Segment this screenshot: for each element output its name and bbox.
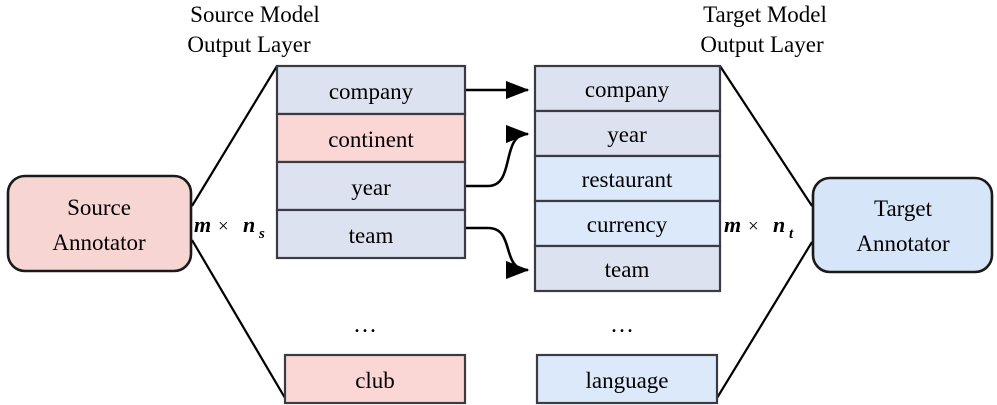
- source-connector-to-extra: [191, 239, 286, 399]
- target-header: Target Model Output Layer: [700, 2, 827, 57]
- target-dim-n: n: [773, 212, 785, 237]
- source-dimension-label: m × n s: [194, 212, 265, 242]
- target-dim-op: ×: [748, 216, 759, 237]
- target-cell-company[interactable]: [533, 64, 722, 113]
- source-cell-continent-label: continent: [328, 127, 414, 152]
- target-connector-to-extra: [716, 241, 813, 399]
- source-header-line2: Output Layer: [187, 32, 311, 57]
- source-annotator-label-line1: Source: [67, 195, 131, 220]
- mapping-arrow-year: [466, 124, 530, 188]
- source-cell-year[interactable]: [275, 160, 467, 212]
- target-cell-company-label: company: [585, 77, 670, 102]
- target-cell-year-label: year: [607, 122, 647, 147]
- source-cell-year-label: year: [351, 175, 391, 200]
- target-cell-year[interactable]: [533, 109, 722, 158]
- target-connector-to-layer: [719, 65, 813, 207]
- source-cell-club[interactable]: [283, 353, 467, 405]
- target-dim-m: m: [724, 212, 741, 237]
- target-output-layer-column: company year restaurant currency team: [533, 64, 722, 293]
- source-dim-op: ×: [218, 216, 229, 237]
- target-cell-currency-label: currency: [587, 212, 668, 237]
- target-cell-team[interactable]: [533, 244, 722, 293]
- target-cell-restaurant-label: restaurant: [582, 167, 673, 192]
- target-cell-language[interactable]: [535, 353, 719, 405]
- source-dim-sub: s: [258, 226, 265, 242]
- source-header: Source Model Output Layer: [187, 2, 319, 57]
- target-annotator-rect: [811, 176, 994, 274]
- target-annotator-label-line1: Target: [874, 196, 933, 221]
- source-dim-m: m: [194, 212, 211, 237]
- target-cell-restaurant[interactable]: [533, 154, 722, 203]
- target-ellipsis: ...: [611, 312, 635, 338]
- source-connector-to-layer: [191, 65, 278, 207]
- source-cell-company-label: company: [329, 79, 414, 104]
- target-header-line1: Target Model: [703, 2, 827, 27]
- target-cell-language-label: language: [585, 368, 668, 393]
- target-annotator-connectors: [716, 65, 813, 399]
- source-header-line1: Source Model: [190, 2, 320, 27]
- mapping-arrow-team: [466, 226, 530, 280]
- source-annotator-rect: [6, 174, 193, 273]
- target-annotator-label-line2: Annotator: [856, 231, 950, 256]
- source-output-layer-column: company continent year team: [275, 64, 467, 260]
- target-dimension-label: m × n t: [724, 212, 794, 242]
- source-ellipsis: ...: [354, 312, 378, 338]
- mapping-arrows: [466, 80, 530, 280]
- source-cell-club-label: club: [355, 368, 395, 393]
- target-annotator-box[interactable]: Target Annotator: [811, 176, 994, 274]
- target-cell-currency[interactable]: [533, 199, 722, 248]
- target-dim-sub: t: [789, 226, 794, 242]
- source-cell-company[interactable]: [275, 64, 467, 116]
- source-annotator-box[interactable]: Source Annotator: [6, 174, 193, 273]
- source-cell-team[interactable]: [275, 208, 467, 260]
- source-annotator-label-line2: Annotator: [52, 230, 146, 255]
- target-cell-team-label: team: [605, 257, 650, 282]
- source-dim-n: n: [243, 212, 255, 237]
- source-cell-team-label: team: [349, 223, 394, 248]
- target-header-line2: Output Layer: [700, 32, 824, 57]
- source-annotator-connectors: [191, 65, 286, 399]
